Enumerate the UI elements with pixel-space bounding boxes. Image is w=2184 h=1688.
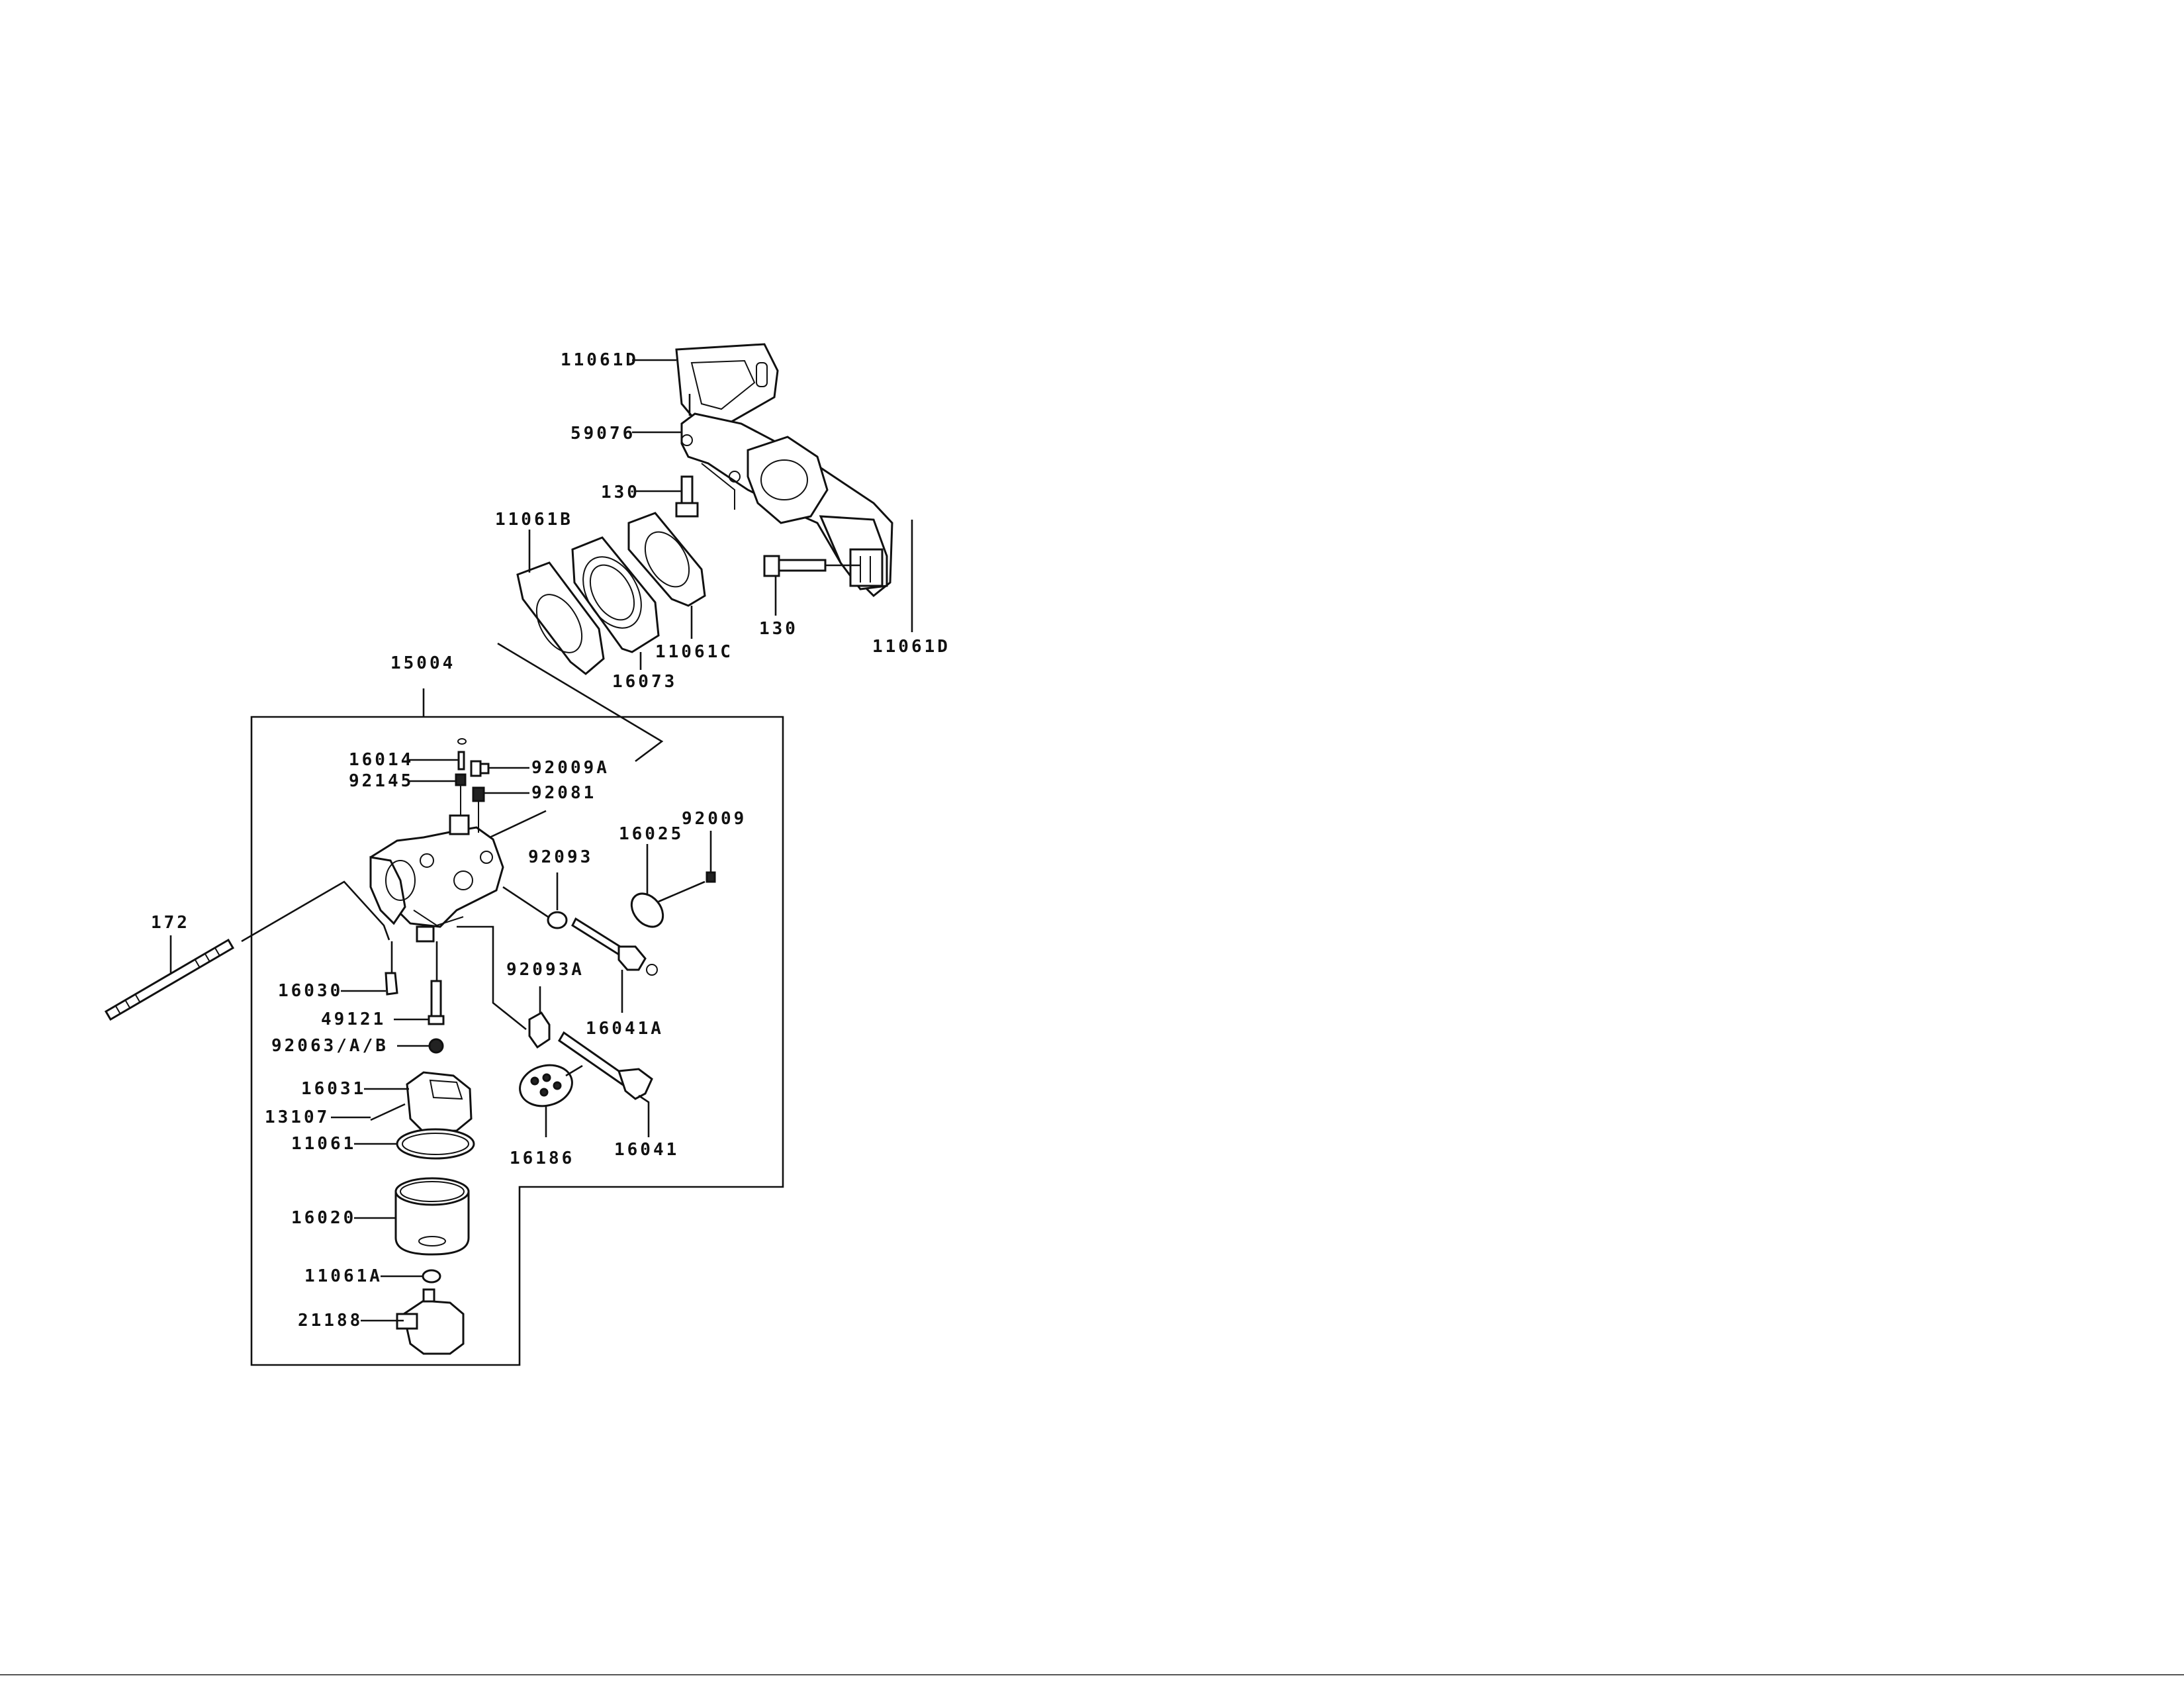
stud-172: [104, 938, 235, 1021]
gasket-11061B: [516, 561, 605, 675]
throttle-plate-16186: [519, 1064, 573, 1107]
choke-shaft-16041A: [571, 917, 658, 976]
label-49121: 49121: [321, 1009, 386, 1029]
label-130-a: 130: [601, 483, 640, 502]
pipe-49121: [428, 980, 445, 1025]
float-16031: [406, 1071, 473, 1133]
choke-plate-16025: [630, 892, 664, 928]
label-11061C: 11061C: [655, 642, 733, 662]
solenoid-21188: [396, 1288, 465, 1355]
label-11061A: 11061A: [304, 1266, 383, 1286]
insulator-16073: [571, 536, 660, 653]
carburetor-body: [369, 814, 504, 943]
label-11061: 11061: [291, 1134, 356, 1154]
seal-92093: [547, 911, 568, 929]
label-21188: 21188: [298, 1311, 363, 1331]
oring-11061: [396, 1128, 475, 1160]
throttle-shaft-16041: [558, 1031, 653, 1100]
label-59076: 59076: [570, 424, 635, 444]
label-92145: 92145: [349, 771, 414, 791]
label-172: 172: [151, 913, 190, 933]
label-92081: 92081: [531, 783, 596, 803]
bolt-130-b: [763, 555, 827, 577]
label-15004: 15004: [390, 653, 455, 673]
label-92093A: 92093A: [506, 960, 584, 980]
label-11061B: 11061B: [495, 510, 573, 530]
label-92063: 92063/A/B: [271, 1036, 388, 1056]
label-130-b: 130: [759, 619, 798, 639]
pin-13107: [370, 1103, 406, 1121]
label-16014: 16014: [349, 750, 414, 770]
label-16041A: 16041A: [586, 1019, 664, 1039]
label-13107: 13107: [265, 1107, 330, 1127]
label-16025: 16025: [619, 824, 684, 844]
jet-16030: [385, 972, 398, 996]
gasket-11061D-top: [675, 343, 779, 425]
label-16020: 16020: [291, 1208, 356, 1228]
label-16031: 16031: [301, 1079, 366, 1099]
label-92009A: 92009A: [531, 758, 610, 778]
washer-92145: [455, 773, 467, 816]
washer-11061A: [422, 1269, 441, 1284]
jet-92063: [428, 1038, 444, 1054]
label-16073: 16073: [612, 672, 677, 692]
screw-92009: [705, 871, 716, 883]
label-16041: 16041: [614, 1140, 679, 1160]
label-11061D-top: 11061D: [561, 350, 639, 370]
assembly-boundary-15004: [250, 716, 784, 1366]
needle-16014: [457, 738, 467, 771]
label-16030: 16030: [278, 981, 343, 1001]
manifold-59076: [680, 412, 893, 598]
label-11061D-right: 11061D: [872, 637, 950, 657]
label-92093: 92093: [528, 847, 593, 867]
screw-92009A: [470, 760, 490, 777]
label-92009: 92009: [682, 809, 747, 829]
bolt-130-a: [675, 475, 699, 518]
seal-92093A: [528, 1011, 551, 1049]
label-16186: 16186: [510, 1149, 574, 1168]
gasket-11061C: [627, 512, 706, 607]
spring-92081: [472, 786, 485, 833]
float-bowl-16020: [394, 1177, 470, 1256]
